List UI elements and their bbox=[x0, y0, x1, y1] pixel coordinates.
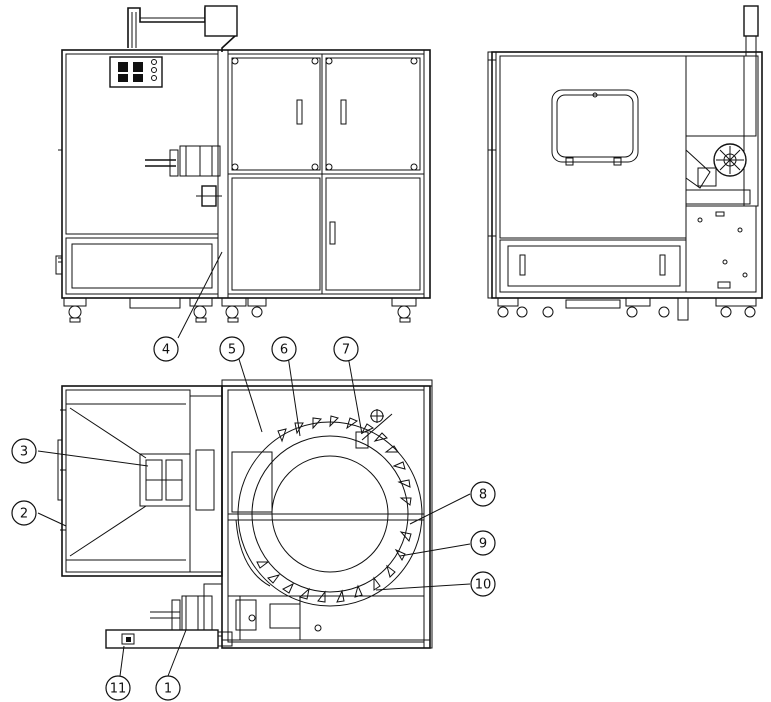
callout-7: 7 bbox=[333, 336, 359, 362]
svg-text:4: 4 bbox=[162, 343, 170, 358]
callout-1: 1 bbox=[155, 675, 181, 701]
svg-text:7: 7 bbox=[342, 343, 350, 358]
svg-text:10: 10 bbox=[475, 578, 492, 593]
callout-5: 5 bbox=[219, 336, 245, 362]
callout-3: 3 bbox=[11, 438, 37, 464]
side-view bbox=[487, 5, 763, 321]
callout-2: 2 bbox=[11, 500, 37, 526]
callout-8: 8 bbox=[470, 481, 496, 507]
callout-10: 10 bbox=[470, 571, 496, 597]
svg-text:5: 5 bbox=[228, 343, 236, 358]
svg-text:11: 11 bbox=[110, 682, 127, 697]
svg-text:3: 3 bbox=[20, 445, 28, 460]
callout-6: 6 bbox=[271, 336, 297, 362]
svg-text:8: 8 bbox=[479, 488, 487, 503]
top-view bbox=[37, 355, 471, 677]
carousel-fingers bbox=[256, 415, 412, 603]
svg-text:1: 1 bbox=[164, 682, 172, 697]
callout-11: 11 bbox=[105, 675, 131, 701]
callout-4: 4 bbox=[153, 336, 179, 362]
svg-text:9: 9 bbox=[479, 537, 487, 552]
callout-9: 9 bbox=[470, 530, 496, 556]
svg-text:2: 2 bbox=[20, 507, 28, 522]
front-view bbox=[55, 5, 431, 339]
svg-text:6: 6 bbox=[280, 343, 288, 358]
